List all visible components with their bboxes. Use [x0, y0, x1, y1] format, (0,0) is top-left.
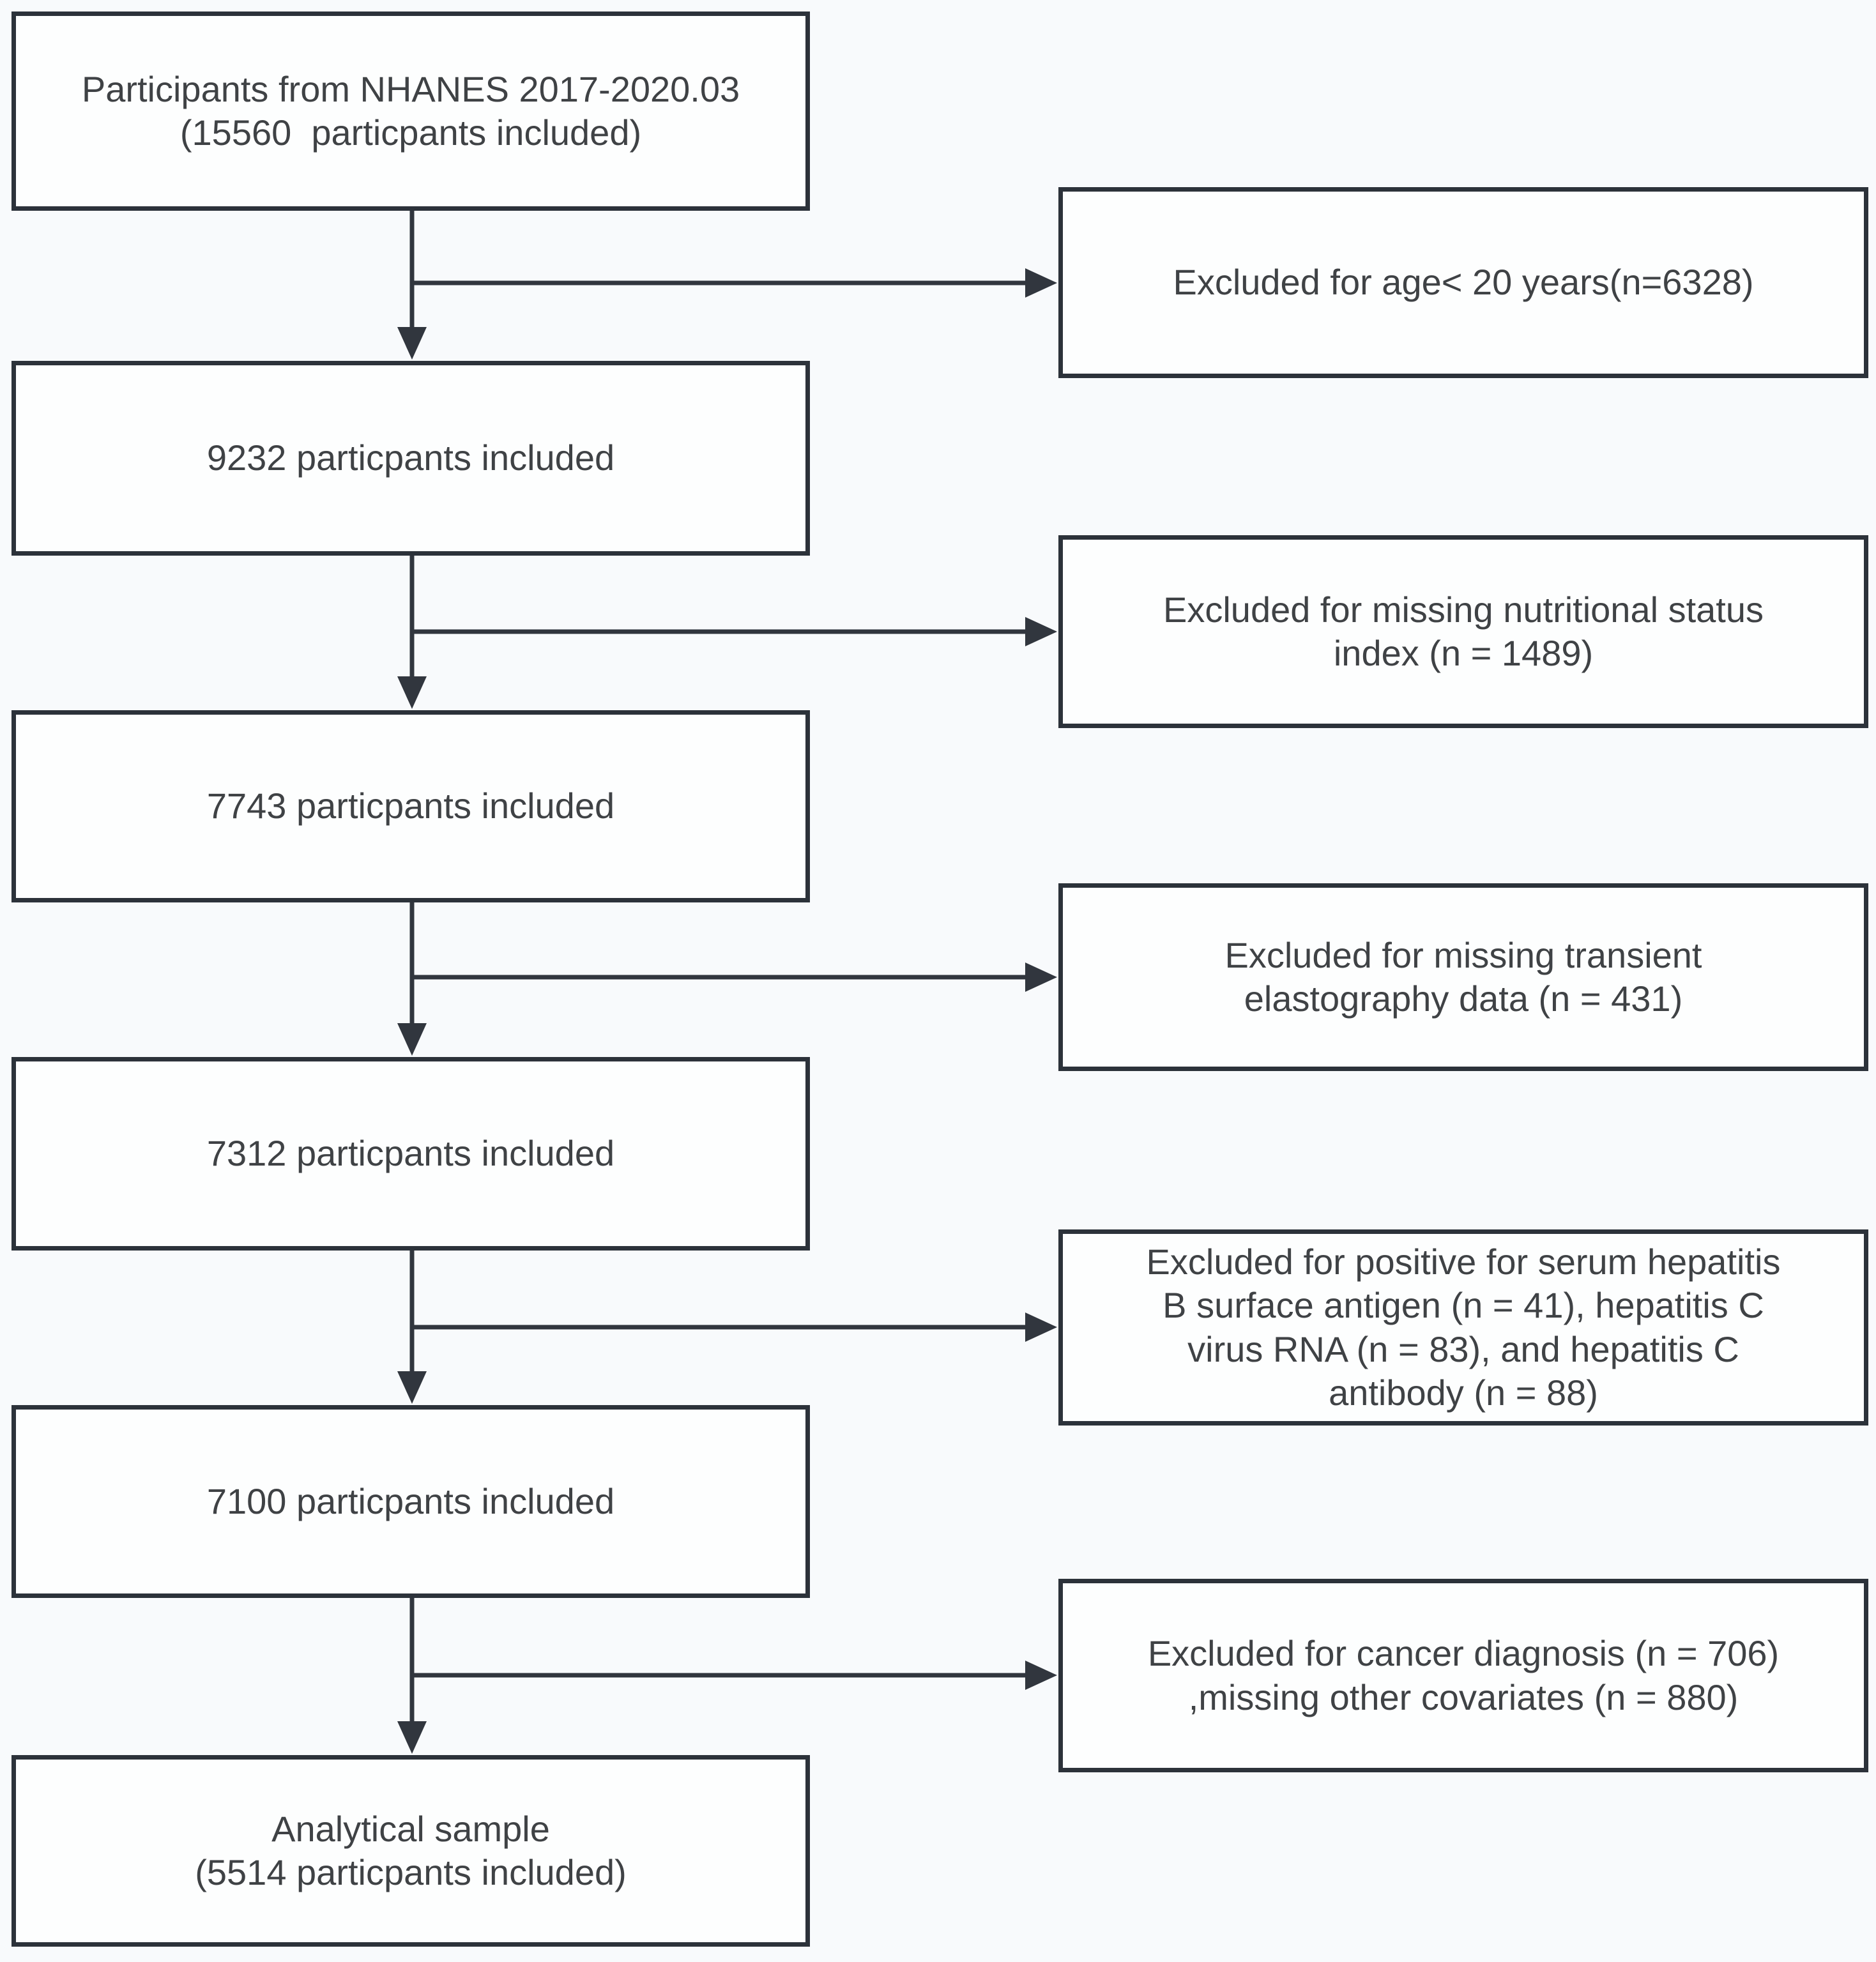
arrow-right-3	[410, 962, 1057, 992]
box-included-7743-label: 7743 particpants included	[206, 786, 615, 826]
box-excluded-cancer-covariates-label: Excluded for cancer diagnosis (n = 706) …	[1147, 1633, 1780, 1717]
box-included-7743: 7743 particpants included	[11, 710, 810, 902]
box-analytical-sample: Analytical sample (5514 particpants incl…	[11, 1755, 810, 1947]
box-excluded-nutritional-status: Excluded for missing nutritional status …	[1058, 535, 1868, 728]
box-nhanes-participants: Participants from NHANES 2017-2020.03 (1…	[11, 11, 810, 211]
box-excluded-hepatitis-label: Excluded for positive for serum hepatiti…	[1146, 1241, 1781, 1413]
arrow-right-1	[410, 268, 1057, 298]
box-excluded-age: Excluded for age< 20 years(n=6328)	[1058, 187, 1868, 378]
box-excluded-elastography: Excluded for missing transient elastogra…	[1058, 883, 1868, 1071]
box-nhanes-participants-label: Participants from NHANES 2017-2020.03 (1…	[81, 68, 740, 153]
box-excluded-elastography-label: Excluded for missing transient elastogra…	[1224, 934, 1702, 1019]
box-excluded-age-label: Excluded for age< 20 years(n=6328)	[1173, 262, 1754, 303]
box-included-7312-label: 7312 particpants included	[206, 1133, 615, 1174]
box-analytical-sample-label: Analytical sample (5514 particpants incl…	[195, 1808, 627, 1892]
box-included-9232: 9232 particpants included	[11, 361, 810, 556]
box-included-7100-label: 7100 particpants included	[206, 1480, 615, 1521]
box-included-7100: 7100 particpants included	[11, 1405, 810, 1598]
box-included-7312: 7312 particpants included	[11, 1057, 810, 1251]
box-excluded-nutritional-status-label: Excluded for missing nutritional status …	[1163, 589, 1764, 673]
box-excluded-cancer-covariates: Excluded for cancer diagnosis (n = 706) …	[1058, 1579, 1868, 1772]
arrow-down-5	[397, 1598, 427, 1754]
arrow-right-5	[410, 1661, 1057, 1690]
box-included-9232-label: 9232 particpants included	[206, 437, 615, 478]
arrow-down-2	[397, 556, 427, 709]
arrow-right-4	[410, 1312, 1057, 1342]
arrow-down-4	[397, 1251, 427, 1404]
arrow-down-1	[397, 211, 427, 360]
arrow-right-2	[410, 617, 1057, 646]
arrow-down-3	[397, 902, 427, 1056]
box-excluded-hepatitis: Excluded for positive for serum hepatiti…	[1058, 1229, 1868, 1426]
